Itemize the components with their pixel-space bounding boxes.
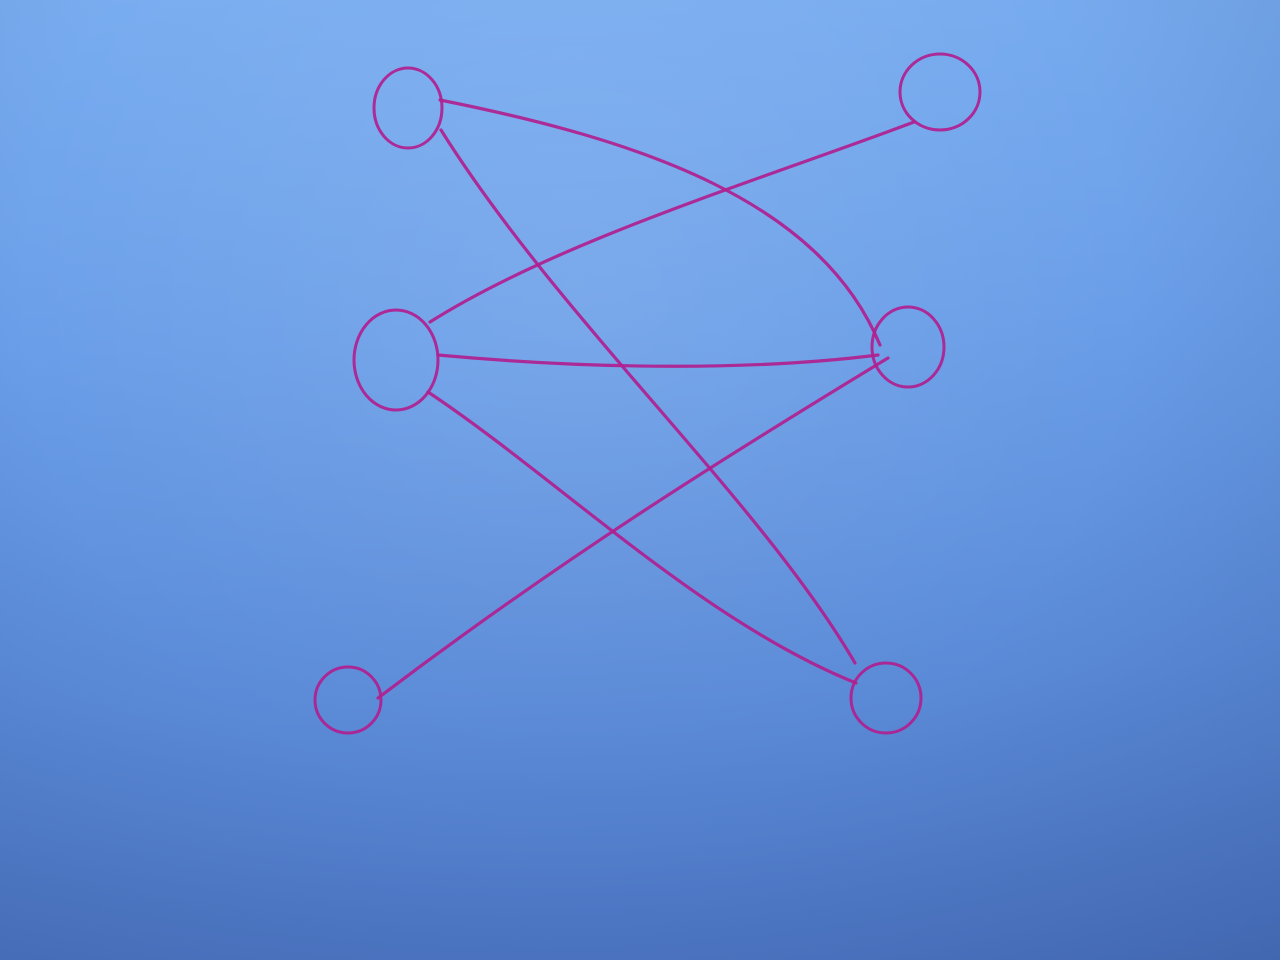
edge-l1-r2 [438,98,882,347]
node-r3 [849,661,923,735]
edge-l2-r2 [436,353,880,368]
node-layer [313,52,982,735]
node-l2 [352,308,440,412]
edge-l2-r3 [426,390,858,685]
node-l1 [372,66,444,150]
edge-l3-r2 [376,356,890,700]
edge-l1-r3 [439,128,857,665]
node-l3 [313,665,383,735]
node-r2 [870,305,946,389]
edge-l2-r1 [428,120,916,324]
node-r1 [898,52,982,132]
edge-layer [376,98,916,700]
